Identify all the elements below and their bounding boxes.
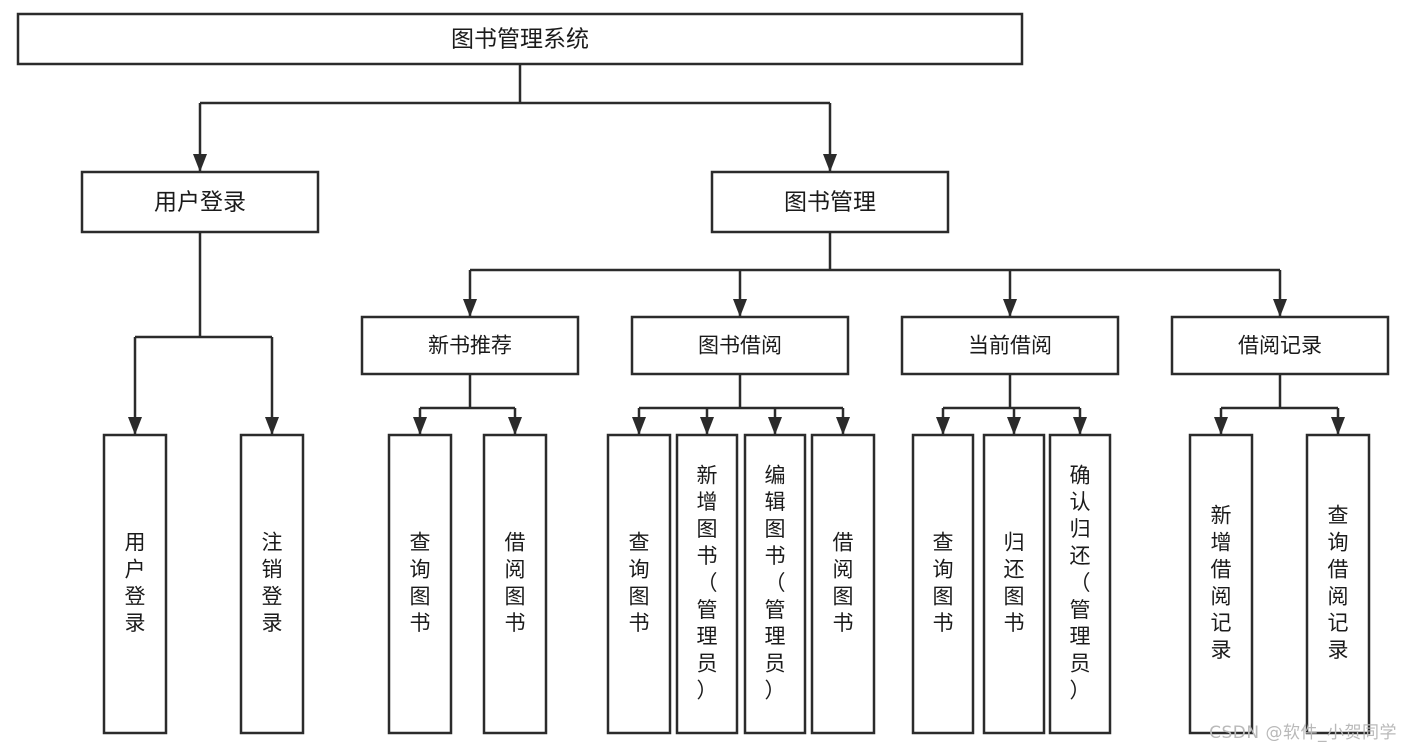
node-leaf-user-login[interactable]: 用户登录	[102, 433, 168, 735]
node-box-root	[16, 12, 1024, 66]
node-box-leaf-borrow-book-recommend	[482, 433, 548, 735]
node-current-borrow[interactable]: 当前借阅	[900, 315, 1120, 376]
node-leaf-return-book[interactable]: 归还图书	[982, 433, 1046, 735]
node-label-leaf-query-book-borrow: 查询图书	[629, 531, 650, 636]
node-leaf-query-book-recommend[interactable]: 查询图书	[387, 433, 453, 735]
arrow-head-borrow-record-1	[1331, 417, 1345, 435]
nodes-layer: 图书管理系统用户登录图书管理新书推荐图书借阅当前借阅借阅记录用户登录注销登录查询…	[16, 12, 1390, 735]
node-label-leaf-return-book: 归还图书	[1004, 531, 1025, 636]
node-box-current-borrow	[900, 315, 1120, 376]
node-box-leaf-edit-book	[743, 433, 807, 735]
node-label-leaf-query-borrow-record: 查询借阅记录	[1328, 504, 1349, 662]
node-label-root: 图书管理系统	[451, 27, 589, 53]
arrow-head-current-borrow-2	[1073, 417, 1087, 435]
connectors-layer	[128, 64, 1345, 435]
arrow-head-root-1	[823, 154, 837, 172]
arrow-head-current-borrow-1	[1007, 417, 1021, 435]
node-label-leaf-add-book: 新增图书（管理员）	[697, 463, 718, 702]
node-label-leaf-borrow-book-recommend: 借阅图书	[505, 531, 526, 636]
node-label-leaf-edit-book: 编辑图书（管理员）	[765, 463, 786, 702]
arrow-head-borrow-record-0	[1214, 417, 1228, 435]
node-box-leaf-user-login	[102, 433, 168, 735]
node-user-login[interactable]: 用户登录	[80, 170, 320, 234]
node-label-leaf-confirm-return: 确认归还（管理员）	[1070, 463, 1091, 702]
node-leaf-edit-book[interactable]: 编辑图书（管理员）	[743, 433, 807, 735]
node-book-management[interactable]: 图书管理	[710, 170, 950, 234]
node-box-leaf-query-borrow-record	[1305, 433, 1371, 735]
node-new-book-recommend[interactable]: 新书推荐	[360, 315, 580, 376]
node-leaf-user-logout[interactable]: 注销登录	[239, 433, 305, 735]
arrow-head-book-borrow-0	[632, 417, 646, 435]
node-box-leaf-add-borrow-record	[1188, 433, 1254, 735]
node-box-borrow-record	[1170, 315, 1390, 376]
arrow-head-new-book-recommend-0	[413, 417, 427, 435]
node-label-leaf-query-book-recommend: 查询图书	[410, 531, 431, 636]
node-label-new-book-recommend: 新书推荐	[428, 334, 512, 358]
node-label-leaf-borrow-book: 借阅图书	[833, 531, 854, 636]
node-book-borrow[interactable]: 图书借阅	[630, 315, 850, 376]
arrow-head-book-borrow-2	[768, 417, 782, 435]
node-leaf-query-borrow-record[interactable]: 查询借阅记录	[1305, 433, 1371, 735]
node-label-user-login: 用户登录	[154, 190, 246, 216]
node-box-leaf-borrow-book	[810, 433, 876, 735]
node-label-leaf-query-book-current: 查询图书	[933, 531, 954, 636]
node-box-leaf-add-book	[675, 433, 739, 735]
node-box-leaf-query-book-current	[911, 433, 975, 735]
node-label-borrow-record: 借阅记录	[1238, 334, 1322, 358]
node-leaf-add-borrow-record[interactable]: 新增借阅记录	[1188, 433, 1254, 735]
arrow-head-current-borrow-0	[936, 417, 950, 435]
arrow-head-book-borrow-3	[836, 417, 850, 435]
node-label-leaf-user-login: 用户登录	[125, 531, 146, 636]
node-box-leaf-user-logout	[239, 433, 305, 735]
arrow-head-user-login-1	[265, 417, 279, 435]
arrow-head-book-management-1	[733, 299, 747, 317]
node-label-book-borrow: 图书借阅	[698, 334, 782, 358]
node-leaf-query-book-current[interactable]: 查询图书	[911, 433, 975, 735]
arrow-head-book-management-2	[1003, 299, 1017, 317]
node-label-leaf-user-logout: 注销登录	[262, 531, 283, 636]
node-leaf-borrow-book[interactable]: 借阅图书	[810, 433, 876, 735]
arrow-head-user-login-0	[128, 417, 142, 435]
node-box-leaf-query-book-borrow	[606, 433, 672, 735]
node-box-book-management	[710, 170, 950, 234]
arrow-head-book-management-3	[1273, 299, 1287, 317]
node-label-book-management: 图书管理	[784, 190, 876, 216]
node-leaf-confirm-return[interactable]: 确认归还（管理员）	[1048, 433, 1112, 735]
node-borrow-record[interactable]: 借阅记录	[1170, 315, 1390, 376]
arrow-head-new-book-recommend-1	[508, 417, 522, 435]
node-box-leaf-return-book	[982, 433, 1046, 735]
csdn-watermark: CSDN @软件_小贺同学	[1209, 723, 1397, 743]
arrow-head-book-borrow-1	[700, 417, 714, 435]
node-label-current-borrow: 当前借阅	[968, 334, 1052, 358]
node-root[interactable]: 图书管理系统	[16, 12, 1024, 66]
node-leaf-add-book[interactable]: 新增图书（管理员）	[675, 433, 739, 735]
node-leaf-borrow-book-recommend[interactable]: 借阅图书	[482, 433, 548, 735]
arrow-head-root-0	[193, 154, 207, 172]
node-label-leaf-add-borrow-record: 新增借阅记录	[1211, 504, 1232, 662]
node-box-user-login	[80, 170, 320, 234]
node-box-book-borrow	[630, 315, 850, 376]
node-leaf-query-book-borrow[interactable]: 查询图书	[606, 433, 672, 735]
node-box-leaf-confirm-return	[1048, 433, 1112, 735]
node-box-leaf-query-book-recommend	[387, 433, 453, 735]
node-box-new-book-recommend	[360, 315, 580, 376]
arrow-head-book-management-0	[463, 299, 477, 317]
